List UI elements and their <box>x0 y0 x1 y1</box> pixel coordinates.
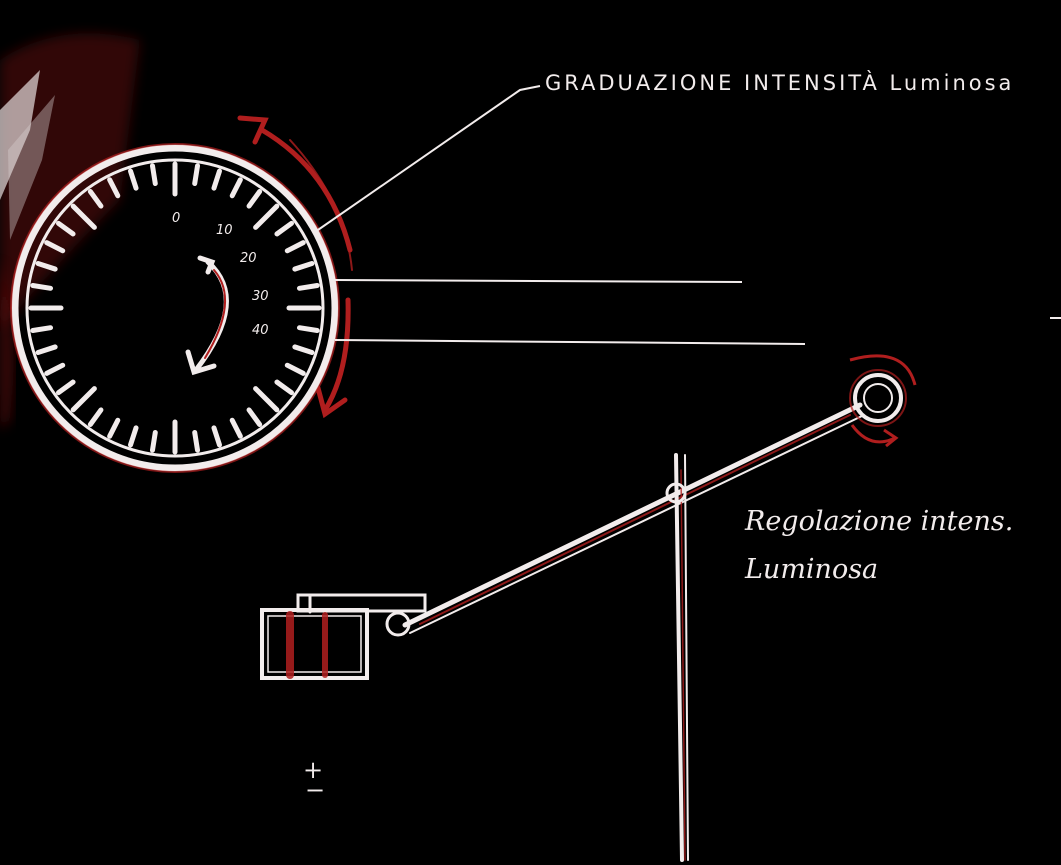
dial-tick <box>152 166 155 184</box>
dial-tick <box>195 432 198 450</box>
dial-tick <box>90 410 101 425</box>
dial-tick <box>249 192 260 207</box>
dial-tick <box>47 365 63 373</box>
right-annotation-line-2: Luminosa <box>744 554 878 585</box>
dial-tick <box>214 171 220 188</box>
dial-tick <box>232 180 240 196</box>
dial-tick <box>73 389 94 410</box>
dial-tick <box>256 206 277 227</box>
leader-to-top-label <box>315 86 540 232</box>
scale-label-20: 20 <box>240 251 257 266</box>
minus-sign: − <box>305 776 325 804</box>
scale-label-0: 0 <box>172 211 180 226</box>
curved-arrow-inside-dial <box>188 258 226 372</box>
scale-label-10: 10 <box>216 223 233 238</box>
dial-tick <box>256 389 277 410</box>
lamp-head-knob <box>850 356 915 446</box>
dial-tick <box>33 285 51 288</box>
dial-tick <box>249 410 260 425</box>
dial-tick <box>277 382 292 393</box>
right-annotation-line-1: Regolazione intens. <box>744 506 1013 537</box>
horizontal-guide-1 <box>335 280 742 282</box>
dial-tick <box>131 171 137 188</box>
dial-tick <box>195 166 198 184</box>
dial-tick <box>33 328 51 331</box>
dial-tick <box>277 223 292 234</box>
dial-tick <box>59 382 74 393</box>
dial-tick <box>299 328 317 331</box>
scale-label-40: 40 <box>252 323 269 338</box>
scale-label-30: 30 <box>252 289 269 304</box>
dial-tick <box>295 347 312 353</box>
dial-tick <box>131 428 137 445</box>
leader-lines <box>315 86 1061 344</box>
dial-tick <box>287 365 303 373</box>
dial-tick-marks <box>31 164 319 452</box>
dial-tick <box>152 432 155 450</box>
lamp-stand <box>667 455 688 860</box>
intensity-dial <box>11 144 339 472</box>
dial-tick <box>295 264 312 270</box>
horizontal-guide-2 <box>335 340 805 344</box>
dial-tick <box>287 243 303 251</box>
counterweight-block <box>262 595 425 678</box>
dial-tick <box>214 428 220 445</box>
dial-tick <box>110 420 118 436</box>
dial-tick <box>299 285 317 288</box>
dial-tick <box>38 347 55 353</box>
top-annotation: GRADUAZIONE INTENSITÀ Luminosa <box>545 70 1014 95</box>
dial-tick <box>232 420 240 436</box>
